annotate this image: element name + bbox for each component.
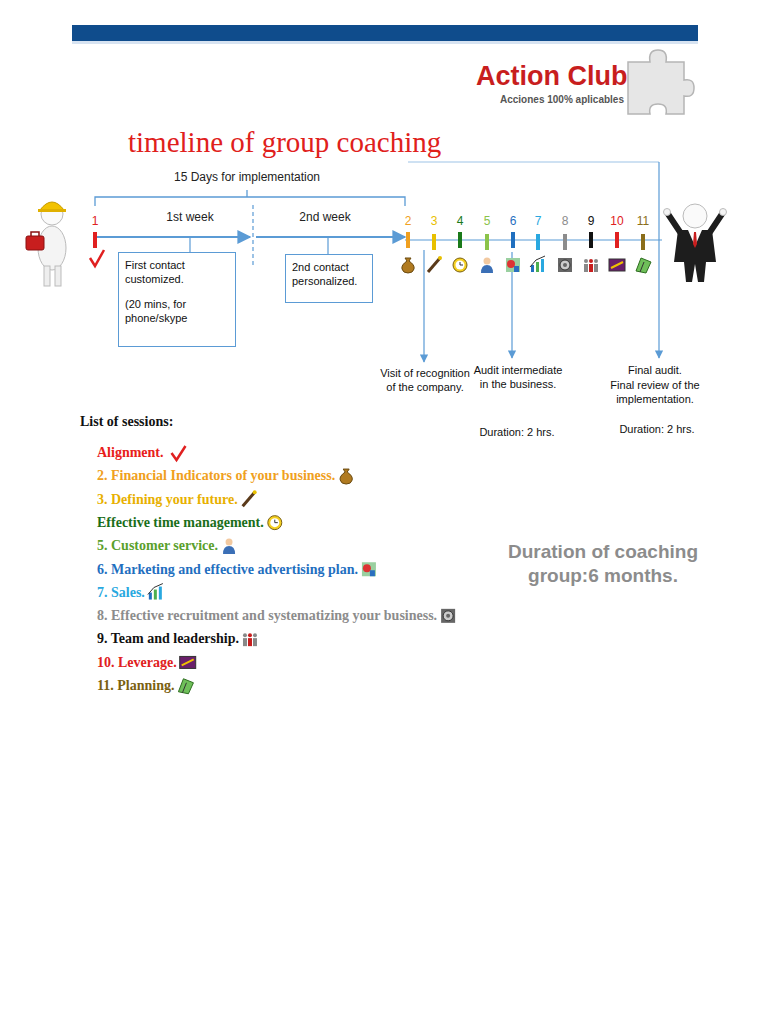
duration-note: Duration: 2 hrs.: [612, 423, 702, 437]
session-icon: [362, 562, 376, 576]
session-icon: [402, 258, 414, 273]
session-number: 10: [608, 214, 626, 229]
session-icon: [481, 258, 493, 274]
timeline-tick: [615, 232, 619, 248]
timeline-tick: [406, 232, 410, 248]
session-number: 6: [504, 214, 522, 229]
session-number: 4: [451, 214, 469, 229]
session-icon: [268, 516, 282, 530]
session-icon: [243, 490, 257, 506]
logo-tagline: Acciones 100% aplicables: [500, 94, 624, 107]
session-item: 8. Effective recruitment and systematizi…: [97, 607, 437, 625]
timeline-tick: [589, 232, 593, 248]
header-bar: [72, 25, 698, 41]
session-number: 11: [634, 214, 652, 229]
timeline-tick: [536, 234, 540, 250]
session-number: 2: [399, 214, 417, 229]
session-icon: [609, 259, 625, 271]
callout-note: Final audit.: [605, 364, 705, 378]
callout-arrow: [424, 162, 659, 362]
box-text: 2nd contact personalized.: [292, 260, 366, 289]
check-mark: [90, 250, 104, 266]
callout-note: Audit intermediate in the business.: [470, 364, 566, 392]
box-text: First contact customized.: [125, 258, 229, 287]
check-mark: [172, 446, 186, 460]
session-item: 10. Leverage.: [97, 654, 177, 672]
timeline-line: [97, 237, 662, 240]
session-number: 5: [478, 214, 496, 229]
session-item: 2. Financial Indicators of your business…: [97, 467, 335, 485]
week-label: 1st week: [150, 210, 230, 225]
duration-note: Duration: 2 hrs.: [472, 426, 562, 440]
box-text: (20 mins, for phone/skype: [125, 297, 229, 326]
logo-text: Action Club: [476, 60, 627, 94]
session-item: Effective time management.: [97, 514, 264, 532]
timeline-tick: [458, 232, 462, 248]
callout-note: Final review of the implementation.: [605, 379, 705, 407]
contact-box: First contact customized. (20 mins, for p…: [118, 252, 236, 347]
timeline-tick: [511, 232, 515, 248]
worker-figure: [26, 202, 66, 286]
session-icon: [243, 633, 257, 646]
session-icon: [223, 538, 235, 554]
session-icon: [148, 584, 163, 600]
session-item: 3. Defining your future.: [97, 491, 238, 509]
timeline-tick: [563, 234, 567, 250]
session-item: 9. Team and leadership.: [97, 630, 239, 648]
implementation-bracket: [95, 190, 405, 206]
bracket-line: [408, 162, 659, 163]
session-number: 8: [556, 214, 574, 229]
session-icon: [530, 256, 545, 272]
session-item: 5. Customer service.: [97, 537, 218, 555]
session-icon: [558, 258, 572, 272]
session-item: 6. Marketing and effective advertising p…: [97, 561, 358, 579]
session-icon: [180, 656, 196, 668]
diagram-title: timeline of group coaching: [128, 126, 441, 159]
session-number: 3: [425, 214, 443, 229]
session-item: 7. Sales.: [97, 584, 145, 602]
session-icon: [178, 679, 193, 694]
timeline-tick: [485, 234, 489, 250]
callout-note: Visit of recognition of the company.: [380, 367, 470, 395]
session-icon: [340, 469, 352, 484]
businessman-figure: [664, 204, 727, 282]
duration-summary: Duration of coaching group:6 months.: [492, 540, 714, 588]
span-label: 15 Days for implementation: [170, 170, 324, 185]
session-icon: [584, 259, 598, 272]
timeline-tick: [93, 232, 97, 248]
session-icon: [453, 258, 467, 272]
session-icon: [506, 258, 520, 272]
session-icon: [441, 609, 455, 623]
header-rule: [72, 41, 698, 44]
session-item: Alignment.: [97, 444, 164, 462]
timeline-tick: [641, 234, 645, 250]
session-number: 1: [86, 214, 104, 229]
week-divider: [252, 205, 253, 268]
session-icon: [636, 258, 651, 273]
session-number: 9: [582, 214, 600, 229]
contact-box: 2nd contact personalized.: [285, 254, 373, 303]
week-label: 2nd week: [285, 210, 365, 225]
puzzle-icon: [628, 50, 694, 114]
timeline-tick: [432, 234, 436, 250]
session-item: 11. Planning.: [97, 677, 174, 695]
session-icon: [428, 256, 442, 272]
session-number: 7: [529, 214, 547, 229]
list-heading: List of sessions:: [80, 413, 173, 431]
